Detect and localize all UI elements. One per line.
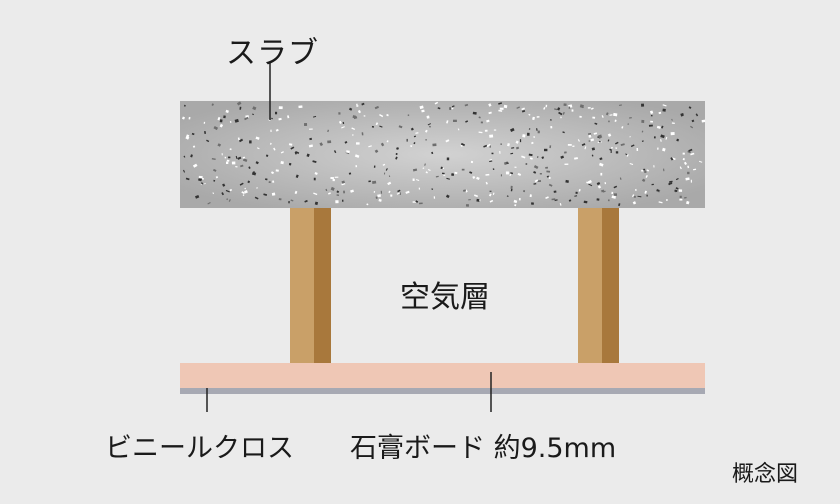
stud-right xyxy=(578,208,619,363)
concrete-slab xyxy=(180,101,705,208)
vinyl-cloth xyxy=(180,388,705,394)
slab-aggregate-texture xyxy=(181,101,706,207)
gypsum-board xyxy=(180,363,705,388)
vinyl-cloth-label: ビニールクロス xyxy=(105,433,294,464)
concept-diagram-label: 概念図 xyxy=(732,462,799,487)
stud-left xyxy=(290,208,331,363)
gypsum-board-label: 石膏ボード 約9.5mm xyxy=(350,433,617,464)
slab-label: スラブ xyxy=(226,36,319,71)
air-layer-label: 空気層 xyxy=(400,280,490,315)
